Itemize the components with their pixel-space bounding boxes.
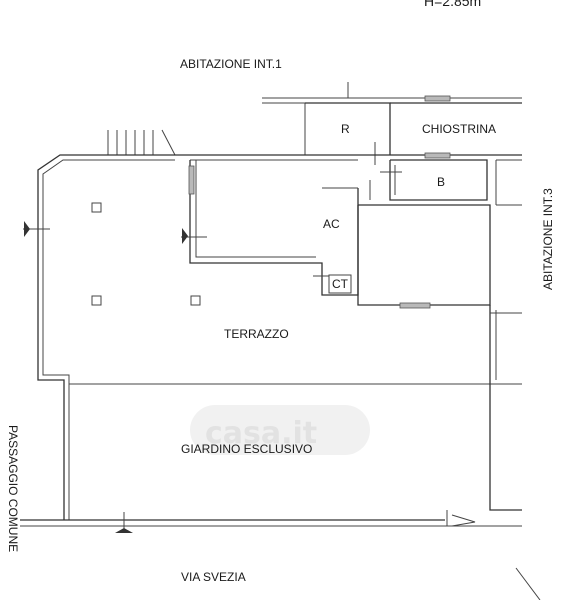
watermark: casa.it — [190, 405, 370, 455]
label-giardino: GIARDINO ESCLUSIVO — [181, 442, 312, 456]
pillar — [190, 295, 201, 306]
door-arrow-icon — [182, 228, 188, 244]
room-right-walls — [357, 204, 491, 306]
watermark-badge — [190, 405, 370, 455]
terrace-outer-wall-inner — [42, 159, 175, 520]
label-b: B — [437, 175, 445, 189]
room-ct — [313, 274, 352, 294]
terrace-boundary — [37, 154, 522, 520]
label-ct: CT — [332, 277, 349, 291]
label-passaggio-comune: PASSAGGIO COMUNE — [6, 425, 20, 552]
pillars — [91, 202, 201, 306]
label-ac: AC — [323, 217, 340, 231]
room-chiostrina — [390, 102, 522, 159]
label-abitazione-int1: ABITAZIONE INT.1 — [180, 57, 282, 71]
street-line — [515, 567, 541, 600]
window-chiostrina — [424, 152, 451, 159]
label-chiostrina: CHIOSTRINA — [422, 122, 496, 136]
gate-swing — [451, 514, 476, 527]
height-note: H=2.85m — [424, 0, 481, 9]
stair-line — [161, 129, 176, 156]
pillar — [91, 295, 102, 306]
room-b-walls — [389, 159, 488, 201]
ct-box — [328, 274, 352, 294]
window-top — [424, 95, 451, 102]
stairs — [107, 129, 176, 156]
entrance-left — [23, 221, 50, 237]
label-terrazzo: TERRAZZO — [224, 327, 289, 341]
garden-boundary — [20, 510, 522, 533]
top-corridor — [262, 82, 522, 155]
garden-entrance-arrow-icon — [115, 528, 133, 533]
entrance-arrow-icon — [24, 221, 30, 237]
corridor-line-inner — [262, 102, 306, 155]
watermark-text: casa.it — [205, 416, 317, 451]
label-r: R — [341, 122, 350, 136]
right-boundary — [489, 305, 522, 511]
room-b — [322, 159, 488, 201]
terrace-outer-wall — [37, 154, 175, 520]
room-right — [357, 159, 522, 511]
room-ac-inner — [195, 160, 316, 258]
label-abitazione-int3: ABITAZIONE INT.3 — [541, 188, 555, 290]
window-ac-left — [188, 165, 195, 195]
pillar — [91, 202, 102, 213]
window-right-room — [399, 302, 431, 309]
label-via: VIA SVEZIA — [181, 570, 246, 584]
